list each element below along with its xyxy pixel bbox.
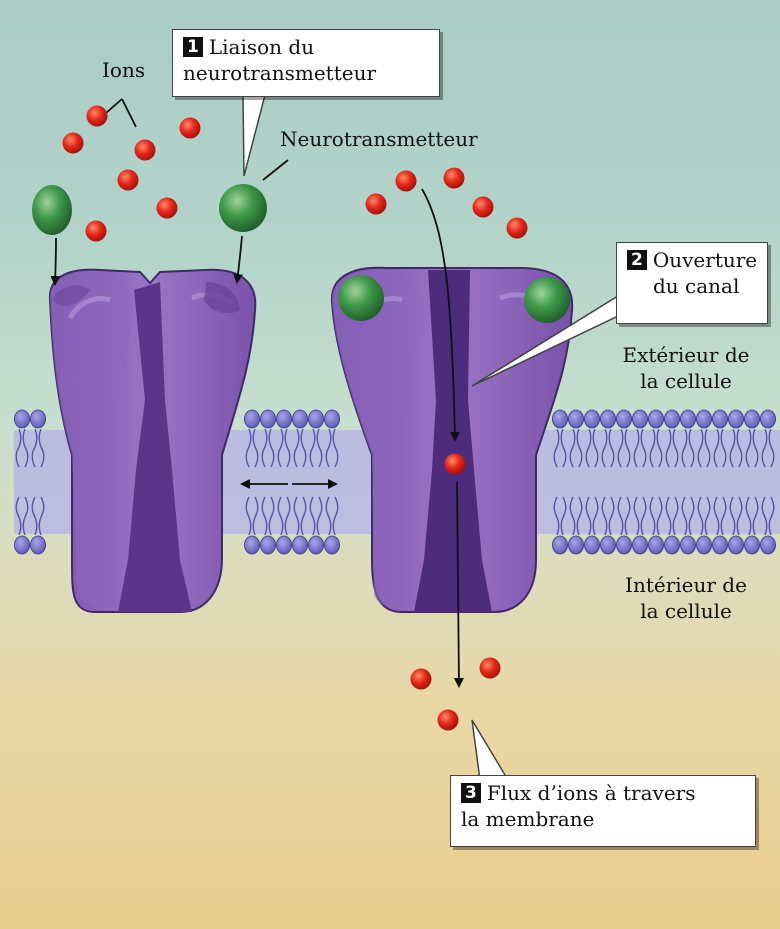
- phospholipid-head: [244, 536, 259, 554]
- phospholipid-head: [696, 536, 711, 554]
- callout-step-1: 1 Liaison du neurotransmetteur: [172, 29, 440, 97]
- phospholipid-head: [712, 536, 727, 554]
- exterior-label: Extérieur de la cellule: [606, 342, 766, 394]
- ion-in-pore: [445, 454, 466, 475]
- phospholipid-head: [324, 536, 339, 554]
- interior-label: Intérieur de la cellule: [606, 572, 766, 624]
- callout-1-text-2: neurotransmetteur: [183, 60, 429, 86]
- phospholipid-head: [760, 410, 775, 428]
- callout-step-2: 2 Ouverture du canal: [616, 242, 768, 324]
- phospholipid-head: [632, 536, 647, 554]
- phospholipid-head: [308, 410, 323, 428]
- neurotransmitter-label: Neurotransmetteur: [280, 126, 478, 152]
- ion: [507, 218, 528, 239]
- phospholipid-head: [552, 410, 567, 428]
- ion: [366, 194, 387, 215]
- phospholipid-head: [664, 536, 679, 554]
- phospholipid-head: [568, 410, 583, 428]
- step-number-2: 2: [627, 250, 647, 270]
- pointer-lines: [98, 99, 449, 272]
- neurotransmitter-bound-left: [338, 275, 384, 321]
- phospholipid-head: [552, 536, 567, 554]
- phospholipid-head: [260, 536, 275, 554]
- ion-inside: [480, 658, 501, 679]
- callout-2-text-2: du canal: [627, 273, 757, 299]
- neurotransmitter-binding-arrow-left: [55, 238, 56, 284]
- phospholipid-head: [680, 536, 695, 554]
- phospholipid-head: [728, 410, 743, 428]
- phospholipid-head: [30, 536, 45, 554]
- step-number-3: 3: [461, 783, 481, 803]
- ion: [86, 221, 107, 242]
- phospholipid-head: [712, 410, 727, 428]
- phospholipid-head: [276, 410, 291, 428]
- phospholipid-head: [308, 536, 323, 554]
- callout-2-text: Ouverture: [653, 248, 757, 272]
- phospholipid-head: [664, 410, 679, 428]
- callout3-tail: [472, 720, 508, 780]
- phospholipid-head: [14, 410, 29, 428]
- phospholipid-head: [600, 536, 615, 554]
- ion: [444, 168, 465, 189]
- closed-channel: [50, 270, 255, 612]
- phospholipid-head: [744, 410, 759, 428]
- ion: [180, 118, 201, 139]
- callout-step-3: 3 Flux d’ions à travers la membrane: [450, 775, 756, 847]
- phospholipid-head: [728, 536, 743, 554]
- ion-inside: [438, 710, 459, 731]
- neurotransmitter-free-left: [32, 185, 72, 235]
- ion: [396, 171, 417, 192]
- ion: [118, 170, 139, 191]
- ion: [63, 133, 84, 154]
- ion-inside: [411, 669, 432, 690]
- step-number-1: 1: [183, 37, 203, 57]
- phospholipid-head: [568, 536, 583, 554]
- ion: [87, 106, 108, 127]
- phospholipid-head: [760, 536, 775, 554]
- phospholipid-head: [632, 410, 647, 428]
- phospholipid-head: [616, 410, 631, 428]
- phospholipid-head: [292, 536, 307, 554]
- ions-label: Ions: [102, 57, 145, 83]
- callout-3-text-2: la membrane: [461, 806, 745, 832]
- callout-1-text: Liaison du: [209, 35, 314, 59]
- phospholipid-head: [292, 410, 307, 428]
- ion: [473, 197, 494, 218]
- phospholipid-head: [30, 410, 45, 428]
- phospholipid-head: [744, 536, 759, 554]
- phospholipid-head: [584, 410, 599, 428]
- phospholipid-head: [680, 410, 695, 428]
- phospholipid-head: [600, 410, 615, 428]
- phospholipid-head: [648, 410, 663, 428]
- phospholipid-head: [14, 536, 29, 554]
- phospholipid-head: [616, 536, 631, 554]
- phospholipid-head: [260, 410, 275, 428]
- phospholipid-head: [324, 410, 339, 428]
- neurotransmitter-free-right: [219, 184, 267, 232]
- ion: [157, 198, 178, 219]
- phospholipid-head: [648, 536, 663, 554]
- callout1-tail: [243, 95, 265, 176]
- neurotransmitter-bound-right: [524, 277, 570, 323]
- phospholipid-head: [276, 536, 291, 554]
- phospholipid-head: [584, 536, 599, 554]
- phospholipid-head: [244, 410, 259, 428]
- phospholipid-head: [696, 410, 711, 428]
- callout-3-text: Flux d’ions à travers: [487, 781, 696, 805]
- ion: [135, 140, 156, 161]
